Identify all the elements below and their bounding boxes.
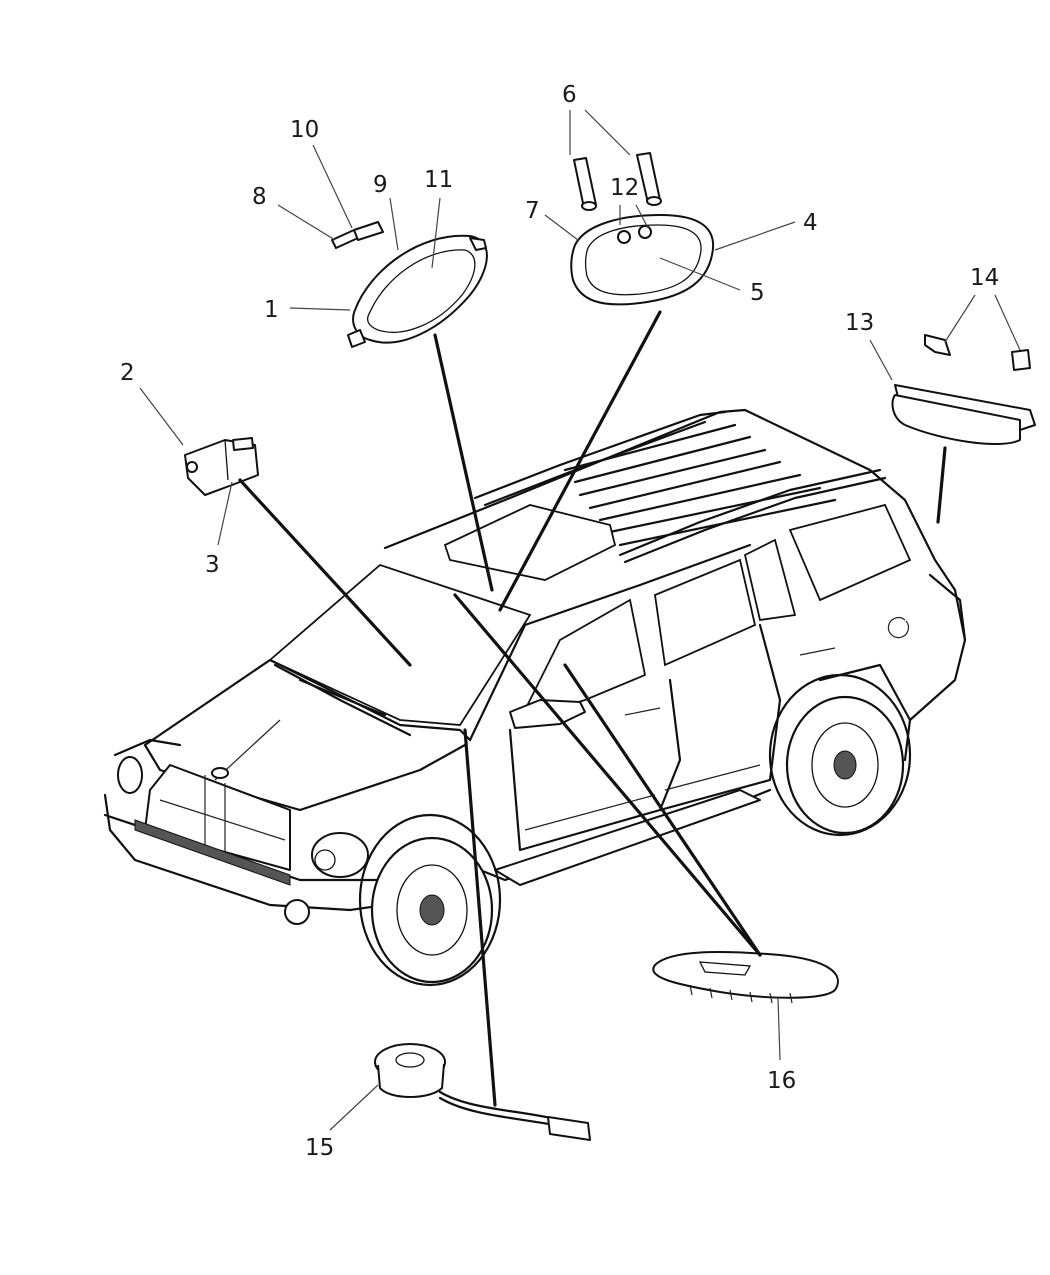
callout-12: 12 [610, 175, 639, 201]
callout-14: 14 [970, 265, 999, 291]
running-board [494, 789, 761, 886]
callout-7: 7 [525, 198, 540, 224]
callout-3: 3 [205, 552, 220, 578]
bulbs-14 [924, 334, 1031, 371]
callout-1: 1 [264, 297, 279, 323]
headlamp-left [117, 756, 143, 794]
callout-10: 10 [290, 117, 319, 143]
headlamp-right [311, 832, 369, 878]
callout-11: 11 [424, 167, 453, 193]
front-wheel [358, 813, 502, 987]
console-lamp-16 [652, 951, 839, 1004]
dome-lamp-assembly [347, 234, 488, 348]
rear-side-glass [743, 538, 797, 622]
reading-lamp-assembly [570, 214, 715, 306]
bulbs-6 [573, 152, 662, 211]
leader-lines [139, 109, 1021, 1131]
quarter-window [788, 503, 912, 602]
rear-door-window [654, 558, 757, 667]
roof-slats [563, 423, 837, 547]
grille [134, 764, 291, 886]
location-lines [238, 310, 947, 1107]
callout-labels: 1 2 3 4 5 6 7 8 9 10 11 12 13 14 15 16 [120, 82, 999, 1161]
callout-4: 4 [803, 210, 818, 236]
callout-6: 6 [562, 82, 577, 108]
callout-8: 8 [252, 184, 267, 210]
callout-13: 13 [845, 310, 874, 336]
rear-wheel [768, 673, 912, 837]
hood-emblem [211, 767, 229, 779]
sunroof [443, 504, 617, 581]
callout-9: 9 [373, 172, 388, 198]
side-mirror [509, 699, 586, 729]
callout-16: 16 [767, 1068, 796, 1094]
fog-lamp [284, 899, 310, 925]
callout-2: 2 [120, 360, 135, 386]
callout-15: 15 [305, 1135, 334, 1161]
vehicle-illustration [103, 408, 967, 987]
courtesy-lamp-15 [374, 1043, 591, 1141]
callout-5: 5 [750, 280, 765, 306]
cargo-lamp-13 [891, 384, 1036, 445]
